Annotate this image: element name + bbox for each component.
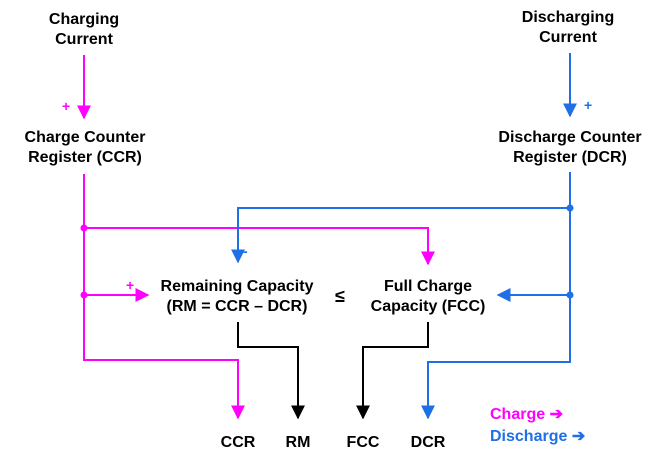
dcr-output-line bbox=[421, 172, 571, 420]
output-dcr: DCR bbox=[410, 434, 446, 451]
arrow-right-icon: ➔ bbox=[549, 406, 563, 423]
legend-charge-label: Charge bbox=[490, 406, 546, 423]
discharge-junctions bbox=[566, 204, 574, 299]
ccr-plus-sign: + bbox=[62, 98, 71, 114]
comparator-sign: ≤ bbox=[335, 286, 345, 306]
discharging-current-label: Discharging Current bbox=[521, 9, 615, 46]
charging-current-label: Charging Current bbox=[48, 11, 120, 48]
discharge-path bbox=[231, 53, 577, 420]
rm-output-line bbox=[237, 322, 305, 420]
rm-minus-sign: - bbox=[243, 243, 248, 259]
legend-discharge-label: Discharge bbox=[490, 428, 568, 445]
remaining-capacity-block: Remaining Capacity (RM = CCR – DCR) bbox=[160, 278, 314, 315]
dcr-plus-sign: + bbox=[584, 97, 593, 113]
ccr-output-line bbox=[83, 174, 245, 420]
rm-plus-sign: + bbox=[126, 277, 135, 293]
ccr-to-fcc-line bbox=[84, 227, 435, 266]
output-path bbox=[237, 322, 429, 420]
full-charge-capacity-block: Full Charge Capacity (FCC) bbox=[370, 278, 486, 315]
fcc-output-line bbox=[356, 322, 429, 420]
output-fcc: FCC bbox=[346, 434, 380, 451]
dcr-block: Discharge Counter Register (DCR) bbox=[498, 129, 642, 166]
charge-junctions bbox=[80, 224, 88, 299]
legend-charge: Charge ➔ bbox=[490, 405, 563, 425]
dcr-to-rm-line bbox=[231, 207, 570, 264]
legend-discharge: Discharge ➔ bbox=[490, 427, 585, 447]
output-rm: RM bbox=[285, 434, 311, 451]
ccr-block: Charge Counter Register (CCR) bbox=[24, 129, 146, 166]
charge-path bbox=[77, 55, 435, 420]
arrow-right-icon: ➔ bbox=[571, 428, 586, 445]
output-ccr: CCR bbox=[220, 434, 256, 451]
